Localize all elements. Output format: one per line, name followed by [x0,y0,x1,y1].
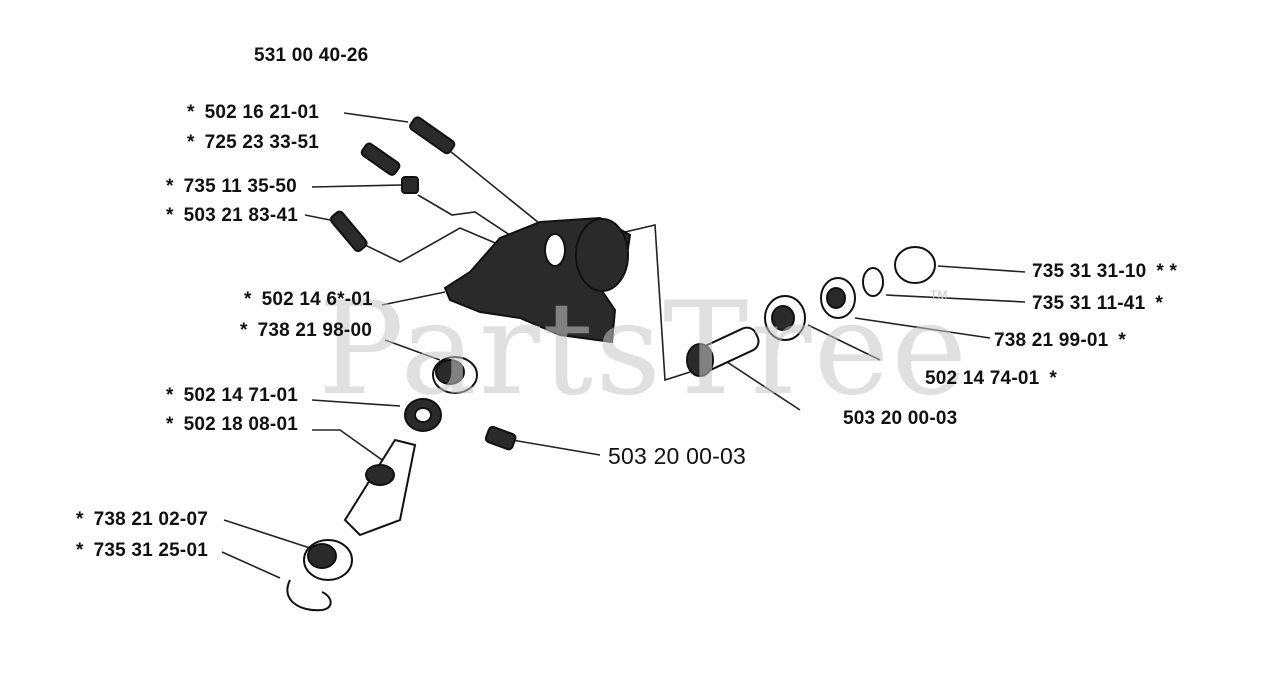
part-label-2-star: * [187,132,195,153]
part-label-1[interactable]: * 502 16 21-01 [187,103,319,123]
part-label-4[interactable]: * 503 21 83-41 [166,206,298,226]
part-label-7-star: * [166,385,174,406]
part-label-16[interactable]: 503 20 00-03 [608,443,746,469]
part-label-9-star: * [76,509,84,530]
part-label-10-number: 735 31 25-01 [93,540,208,561]
part-label-4-star: * [166,205,174,226]
part-label-6-star: * [240,320,248,341]
part-label-1-star: * [187,102,195,123]
leader-lines [221,112,1026,579]
part-label-14[interactable]: 502 14 74-01 * [925,369,1057,389]
part-label-12[interactable]: 735 31 11-41 * [1032,294,1163,314]
part-label-16-number: 503 20 00-03 [608,443,746,469]
part-label-9[interactable]: * 738 21 02-07 [76,510,208,530]
part-label-6[interactable]: * 738 21 98-00 [240,321,372,341]
part-label-11[interactable]: 735 31 31-10 * * [1032,262,1177,282]
part-label-7[interactable]: * 502 14 71-01 [166,386,298,406]
part-label-5-number: 502 14 6*-01 [261,289,373,310]
part-label-10-star: * [76,540,84,561]
part-label-12-number: 735 31 11-41 [1032,293,1146,314]
part-label-7-number: 502 14 71-01 [183,385,298,406]
part-label-11-number: 735 31 31-10 [1032,261,1147,282]
upper-shaft-parts [686,246,936,377]
part-label-8-number: 502 18 08-01 [183,414,298,435]
part-label-13-number: 738 21 99-01 [994,330,1109,351]
part-label-8[interactable]: * 502 18 08-01 [166,415,298,435]
part-label-6-number: 738 21 98-00 [257,320,372,341]
part-label-14-number: 502 14 74-01 [925,368,1040,389]
part-label-2-number: 725 23 33-51 [204,132,319,153]
assembly-number-label: 531 00 40-26 [254,45,369,66]
part-label-5[interactable]: * 502 14 6*-01 [244,290,373,310]
part-label-11-star: * * [1156,261,1178,282]
lower-shaft-parts [286,356,478,612]
part-label-15[interactable]: 503 20 00-03 [843,409,957,429]
part-label-10[interactable]: * 735 31 25-01 [76,541,208,561]
part-label-2[interactable]: * 725 23 33-51 [187,133,319,153]
part-label-13[interactable]: 738 21 99-01 * [994,331,1126,351]
watermark-trademark: TM [930,288,948,302]
screw-parts [329,116,517,451]
part-label-5-star: * [244,289,252,310]
part-label-8-star: * [166,414,174,435]
part-label-3-star: * [166,176,174,197]
part-label-4-number: 503 21 83-41 [183,205,298,226]
part-label-13-star: * [1118,330,1126,351]
part-label-1-number: 502 16 21-01 [204,102,319,123]
part-label-14-star: * [1049,368,1057,389]
part-label-12-star: * [1155,293,1163,314]
gear-housing-part [443,216,632,344]
part-label-15-number: 503 20 00-03 [843,408,958,429]
part-label-3[interactable]: * 735 11 35-50 [166,177,297,197]
part-label-3-number: 735 11 35-50 [183,176,297,197]
part-label-9-number: 738 21 02-07 [93,509,208,530]
